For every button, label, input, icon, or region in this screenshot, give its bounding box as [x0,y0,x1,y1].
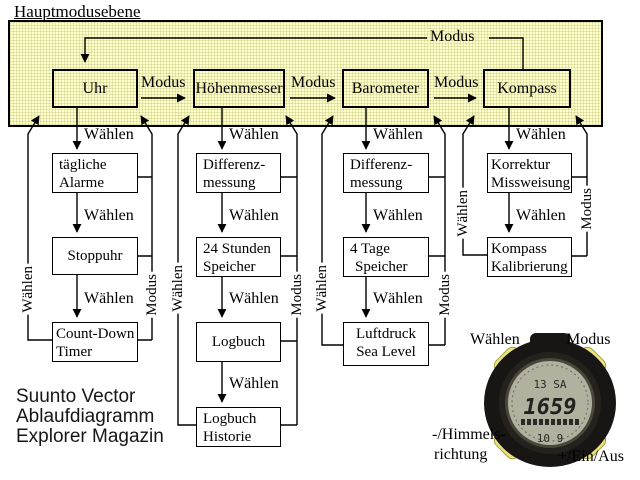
trunk-label-modus: Modus [143,272,161,318]
mode-box-barometer: Barometer [342,69,429,108]
watch-display-time: 1659 [524,395,577,420]
waehlen-arrow-label: Wählen [84,207,134,224]
mode-box-hoehenmesser: Höhenmesser [193,69,285,108]
waehlen-arrow-label: Wählen [229,126,279,143]
trunk-label-modus: Modus [436,272,454,318]
credit-line: Ablaufdiagramm [16,406,155,427]
waehlen-arrow-label: Wählen [373,126,423,143]
submode-box-stoppuhr: Stoppuhr [52,237,138,275]
trunk-label-modus: Modus [578,186,596,232]
trunk-label-waehlen: Wählen [19,264,37,315]
mode-box-uhr: Uhr [52,69,138,108]
waehlen-arrow-label: Wählen [516,126,566,143]
trunk-label-waehlen: Wählen [313,263,331,314]
credit-line: Suunto Vector [16,386,136,407]
waehlen-arrow-label: Wählen [229,375,279,392]
watch-label-waehlen: Wählen [470,331,520,348]
waehlen-arrow-label: Wählen [373,290,423,307]
watch-display-top: 13 SA [533,378,566,391]
watch-label-himmelsrichtung-line1: -/Himmels- [432,426,506,443]
submode-box-differenzmessung-alt: Differenz-messung [196,153,281,193]
modus-arrow-label: Modus [141,74,186,91]
watch-label-himmelsrichtung-line2: richtung [434,446,488,463]
submode-box-logbuch: Logbuch [196,322,281,362]
waehlen-arrow-label: Wählen [229,290,279,307]
watch-display-bottom: 10 9 [537,432,564,445]
credit-line: Explorer Magazin [16,426,164,447]
waehlen-arrow-label: Wählen [84,126,134,143]
watch-label-ein-aus: +/Ein/Aus [558,448,624,465]
modus-arrow-label: Modus [291,74,336,91]
mode-box-kompass: Kompass [483,69,571,108]
watch-label-modus: Modus [566,331,611,348]
watch-lcd-ring [511,364,589,442]
waehlen-arrow-label: Wählen [229,207,279,224]
waehlen-arrow-label: Wählen [373,207,423,224]
waehlen-arrow-label: Wählen [516,207,566,224]
trunk-label-modus: Modus [288,272,306,318]
submode-box-differenzmessung-baro: Differenz-messung [343,153,429,193]
credit-text: Suunto Vector Ablaufdiagramm Explorer Ma… [16,387,164,447]
trunk-label-waehlen: Wählen [454,188,472,239]
page-title: Hauptmodusebene [14,2,141,21]
waehlen-arrow-label: Wählen [84,290,134,307]
trunk-label-waehlen: Wählen [169,263,187,314]
modus-loop-label: Modus [430,28,475,45]
watch-photo: 13 SA 1659 10 9 [484,333,616,467]
modus-arrow-label: Modus [434,74,479,91]
